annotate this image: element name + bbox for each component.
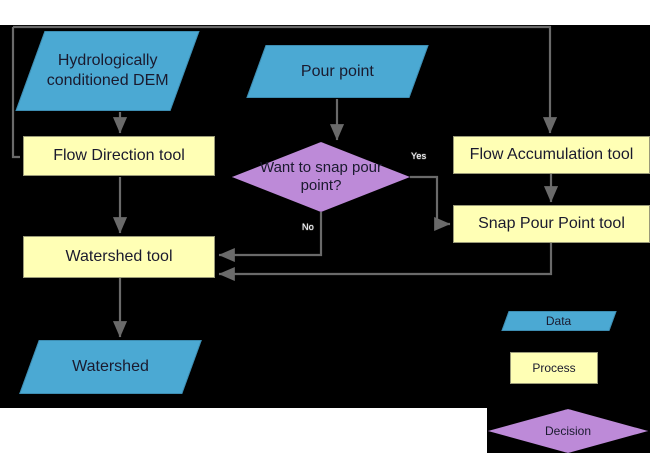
node-label: Flow Accumulation tool	[469, 146, 634, 164]
node-label: Flow Direction tool	[53, 147, 185, 165]
edge-label-yes: Yes	[411, 151, 427, 161]
node-label: Snap Pour Point tool	[478, 215, 625, 233]
edge-label-no: No	[302, 222, 314, 232]
node-watershed[interactable]: Watershed	[19, 340, 202, 394]
node-flow-direction-tool[interactable]: Flow Direction tool	[23, 136, 215, 176]
legend-label: Process	[532, 360, 576, 375]
node-label: Watershed	[72, 358, 149, 376]
legend-item-decision: Decision	[488, 409, 648, 453]
node-label: Watershed tool	[65, 248, 173, 266]
legend-label: Decision	[544, 423, 592, 438]
node-snap-pour-point-tool[interactable]: Snap Pour Point tool	[453, 205, 650, 243]
node-hydrologically-conditioned-dem[interactable]: Hydrologically conditioned DEM	[15, 31, 200, 111]
node-label: Hydrologically conditioned DEM	[46, 52, 169, 89]
node-label: Pour point	[301, 62, 374, 80]
node-want-to-snap-pour-point-decision[interactable]: Want to snap pour point?	[232, 142, 410, 212]
node-pour-point[interactable]: Pour point	[246, 45, 429, 98]
legend-label: Data	[546, 313, 572, 328]
node-flow-accumulation-tool[interactable]: Flow Accumulation tool	[453, 136, 650, 174]
legend-item-process: Process	[510, 352, 598, 384]
node-watershed-tool[interactable]: Watershed tool	[23, 236, 215, 278]
node-label: Want to snap pour point?	[259, 158, 382, 194]
legend-item-data: Data	[501, 311, 617, 331]
